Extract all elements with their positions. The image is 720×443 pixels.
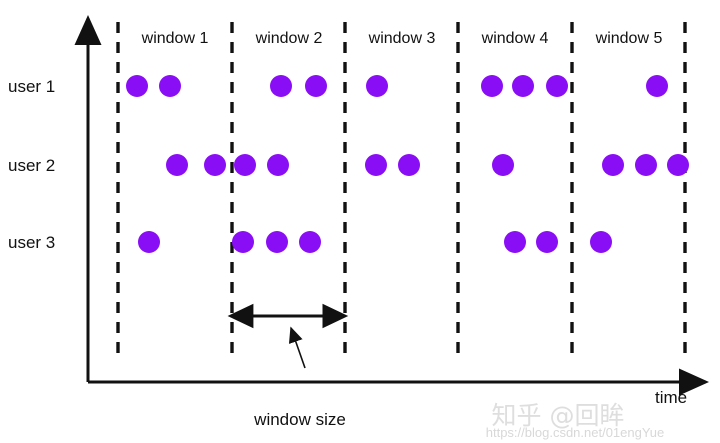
x-axis: time — [88, 368, 709, 407]
event-dot — [270, 75, 292, 97]
event-dot — [234, 154, 256, 176]
event-dot — [267, 154, 289, 176]
window-dividers — [116, 22, 687, 361]
row-labels: user 1 user 2 user 3 — [8, 77, 55, 252]
event-dot — [504, 231, 526, 253]
watermark-group: 知乎 @回眸 https://blog.csdn.net/01engYue — [486, 401, 665, 440]
window-size-leader-line — [288, 326, 306, 369]
event-dot — [481, 75, 503, 97]
event-dot — [232, 231, 254, 253]
event-dot — [299, 231, 321, 253]
watermark-url: https://blog.csdn.net/01engYue — [486, 425, 665, 440]
event-dot — [126, 75, 148, 97]
window-labels: window 1 window 2 window 3 window 4 wind… — [141, 30, 663, 47]
window-label-4: window 4 — [481, 30, 549, 47]
row-label-user-2: user 2 — [8, 156, 55, 175]
event-dot — [204, 154, 226, 176]
event-dot — [667, 154, 689, 176]
event-dots-layer — [126, 75, 689, 253]
event-dot — [305, 75, 327, 97]
event-dot — [492, 154, 514, 176]
event-dot — [365, 154, 387, 176]
event-dot — [590, 231, 612, 253]
event-dot — [635, 154, 657, 176]
row-label-user-1: user 1 — [8, 77, 55, 96]
row-label-user-3: user 3 — [8, 233, 55, 252]
window-label-3: window 3 — [368, 30, 436, 47]
event-dot — [546, 75, 568, 97]
watermark-site: 知乎 @回眸 — [492, 401, 625, 430]
event-dot — [159, 75, 181, 97]
window-label-5: window 5 — [595, 30, 663, 47]
window-label-1: window 1 — [141, 30, 209, 47]
event-dot — [512, 75, 534, 97]
window-label-2: window 2 — [255, 30, 323, 47]
event-dot — [646, 75, 668, 97]
event-dot — [602, 154, 624, 176]
event-dot — [536, 231, 558, 253]
event-dot — [138, 231, 160, 253]
event-dot — [266, 231, 288, 253]
event-dot — [166, 154, 188, 176]
x-axis-label: time — [655, 388, 687, 407]
window-size-label: window size — [253, 410, 346, 429]
window-size-annotation: window size — [227, 303, 349, 429]
event-dot — [398, 154, 420, 176]
event-dot — [366, 75, 388, 97]
